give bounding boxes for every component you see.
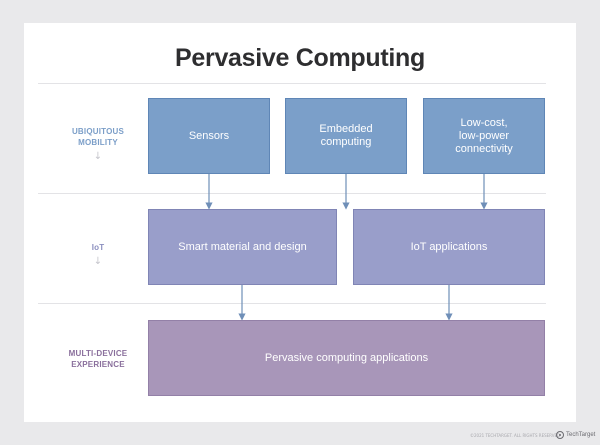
divider-top [38,83,546,84]
row-label-iot: IoT [91,243,105,252]
techtarget-mark-icon [556,431,564,439]
row-label-ubiquitous-mobility: UBIQUITOUS MOBILITY [71,127,125,147]
box-sensors: Sensors [148,98,270,174]
box-iot-applications: IoT applications [353,209,545,285]
box-low-cost-connectivity: Low-cost, low-power connectivity [423,98,545,174]
row-label-multi-device-experience: MULTI-DEVICE EXPERIENCE [68,349,128,369]
box-embedded-computing: Embedded computing [285,98,407,174]
copyright-text: ©2021 TECHTARGET. ALL RIGHTS RESERVED [470,433,561,438]
box-smart-material-and-design: Smart material and design [148,209,337,285]
row-arrow-down-icon: ↓ [93,256,103,267]
row-arrow-down-icon: ↓ [93,151,103,162]
divider-row-2 [38,303,546,304]
box-pervasive-computing-applications: Pervasive computing applications [148,320,545,396]
divider-row-1 [38,193,546,194]
brand-name: TechTarget [566,432,596,438]
diagram-title: Pervasive Computing [175,44,425,72]
techtarget-logo[interactable]: TechTarget [556,428,598,442]
